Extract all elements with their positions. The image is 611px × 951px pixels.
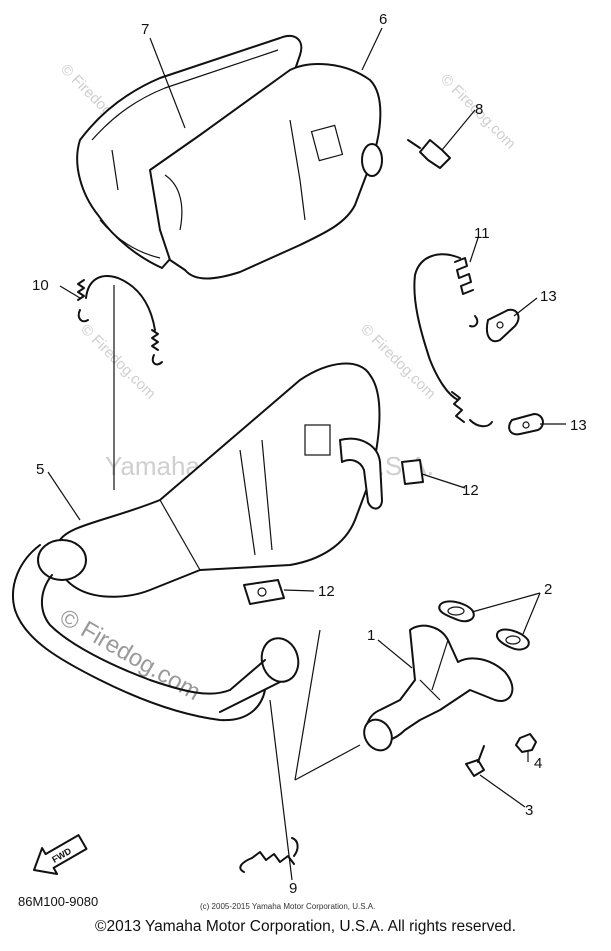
callout-9: 9 bbox=[289, 880, 297, 897]
part-5-muffler bbox=[12, 362, 383, 722]
leader-lines bbox=[47, 27, 566, 881]
part-9-spring bbox=[239, 837, 299, 873]
part-6-heat-shield bbox=[149, 63, 383, 280]
part-11-spring bbox=[413, 253, 493, 428]
part-2-gasket-upper bbox=[438, 600, 475, 623]
part-3-bolt bbox=[465, 745, 485, 777]
callout-13-upper: 13 bbox=[540, 288, 557, 305]
part-12-grommet-bottom bbox=[243, 579, 285, 605]
part-10-spring bbox=[77, 275, 163, 366]
callout-3: 3 bbox=[525, 802, 533, 819]
callout-13-lower: 13 bbox=[570, 417, 587, 434]
part-4-nut bbox=[515, 733, 537, 753]
fwd-arrow-icon: FWD bbox=[33, 834, 88, 875]
callout-7: 7 bbox=[141, 21, 149, 38]
callout-4: 4 bbox=[534, 755, 542, 772]
callout-2: 2 bbox=[544, 581, 552, 598]
callout-8: 8 bbox=[475, 101, 483, 118]
part-1-manifold bbox=[363, 624, 514, 752]
part-2-gasket-lower bbox=[496, 628, 530, 651]
watermark-firedog: © Firedog.com bbox=[77, 321, 159, 403]
copyright-footer: ©2013 Yamaha Motor Corporation, U.S.A. A… bbox=[95, 918, 516, 935]
part-8-bolt bbox=[407, 139, 451, 169]
callout-11: 11 bbox=[474, 225, 490, 242]
callout-12-bottom: 12 bbox=[318, 583, 335, 600]
callout-numbers: 7 6 8 10 11 13 13 5 12 12 2 1 4 3 9 bbox=[32, 11, 587, 897]
part-13-mount-upper bbox=[486, 308, 520, 343]
callout-12-right: 12 bbox=[462, 482, 479, 499]
callout-6: 6 bbox=[379, 11, 387, 28]
callout-10: 10 bbox=[32, 277, 49, 294]
callout-5: 5 bbox=[36, 461, 44, 478]
small-copyright: (c) 2005-2015 Yamaha Motor Corporation, … bbox=[200, 902, 376, 911]
callout-1: 1 bbox=[367, 627, 375, 644]
part-13-mount-lower bbox=[508, 413, 544, 436]
diagram-code: 86M100-9080 bbox=[18, 894, 99, 909]
part-12-grommet-right bbox=[401, 459, 424, 485]
